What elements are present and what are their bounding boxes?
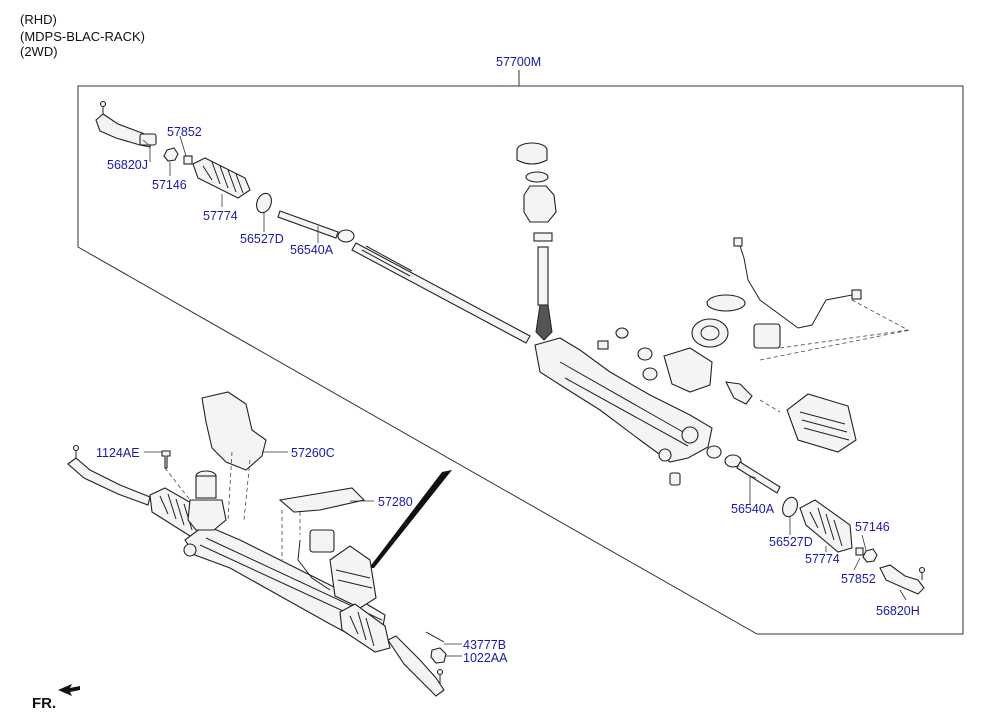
seal-small-1 — [597, 340, 609, 350]
castle-nut — [430, 647, 447, 664]
nut-57146-top — [163, 147, 179, 162]
clamp-left — [256, 192, 272, 214]
assembled-tie-rod-right — [387, 635, 445, 697]
bushing-right — [706, 445, 722, 459]
seal-small-2 — [615, 327, 629, 339]
inner-tie-rod-right — [724, 454, 781, 494]
boot-right — [799, 499, 853, 553]
inner-tie-rod-left — [277, 210, 355, 243]
callout-assembly[interactable]: 57700M — [496, 55, 542, 69]
ecu-module — [786, 393, 857, 453]
fr-arrow-icon — [58, 684, 80, 696]
callout-nut-bottom-a[interactable]: 57146 — [855, 520, 890, 534]
callout-bolt[interactable]: 1124AE — [96, 446, 140, 460]
pointer-wedge — [369, 470, 452, 568]
callout-inner-tie-rod-left[interactable]: 56540A — [290, 243, 334, 257]
pinion-assembly — [516, 142, 557, 341]
assembled-ecu — [329, 545, 377, 609]
nut-57852-bottom — [855, 547, 864, 556]
callout-tie-rod-end-left[interactable]: 56820J — [107, 158, 149, 172]
callout-castle-nut[interactable]: 1022AA — [463, 651, 508, 665]
callout-cotter-pin[interactable]: 43777B — [463, 638, 507, 652]
bracket-57280 — [278, 487, 366, 513]
callout-heat-shield[interactable]: 57260C — [291, 446, 335, 460]
boot-left — [192, 157, 251, 199]
tie-rod-end-left — [95, 100, 157, 148]
assembled-harness — [297, 539, 331, 591]
callout-clamp-right[interactable]: 56527D — [769, 535, 813, 549]
direction-label: FR. — [32, 695, 57, 712]
assembly-frame — [77, 85, 964, 635]
callout-nut-bottom-b[interactable]: 57852 — [841, 572, 876, 586]
assembled-boot-right — [339, 603, 391, 653]
callout-nut-top-b[interactable]: 57146 — [152, 178, 187, 192]
connector-upper — [753, 323, 781, 349]
bolt-1124ae — [161, 450, 171, 469]
tie-rod-end-right — [879, 564, 926, 595]
nut-57146-bottom — [862, 548, 878, 563]
rack-housing-upper — [534, 337, 713, 463]
seal-small-4 — [642, 367, 658, 381]
callout-tie-rod-end-right[interactable]: 56820H — [876, 604, 920, 618]
sensor-plate — [706, 294, 746, 312]
reducer-housing — [663, 347, 713, 393]
seal-bottom — [669, 472, 681, 486]
header-rhd: (RHD) — [20, 12, 57, 27]
header-variant: (MDPS-BLAC-RACK) — [20, 29, 145, 44]
callout-boot-right[interactable]: 57774 — [805, 552, 840, 566]
wiring-harness — [738, 242, 853, 329]
clamp-right — [782, 496, 798, 518]
leader-lines — [142, 135, 907, 657]
assembled-pinion — [187, 470, 227, 531]
header-drive: (2WD) — [20, 44, 58, 59]
callout-nut-top-a[interactable]: 57852 — [167, 125, 202, 139]
worm-gear — [691, 318, 729, 348]
callout-inner-tie-rod-right[interactable]: 56540A — [731, 502, 775, 516]
cotter-pin — [425, 631, 445, 643]
callout-bracket[interactable]: 57280 — [378, 495, 413, 509]
nut-57852-top — [183, 155, 193, 165]
seal-small-3 — [637, 347, 653, 361]
rack-bar — [351, 242, 531, 344]
callout-clamp-left[interactable]: 56527D — [240, 232, 284, 246]
assembled-connector — [309, 529, 335, 553]
heat-shield — [201, 391, 267, 471]
motor-shaft — [725, 381, 753, 405]
callout-boot-left[interactable]: 57774 — [203, 209, 238, 223]
